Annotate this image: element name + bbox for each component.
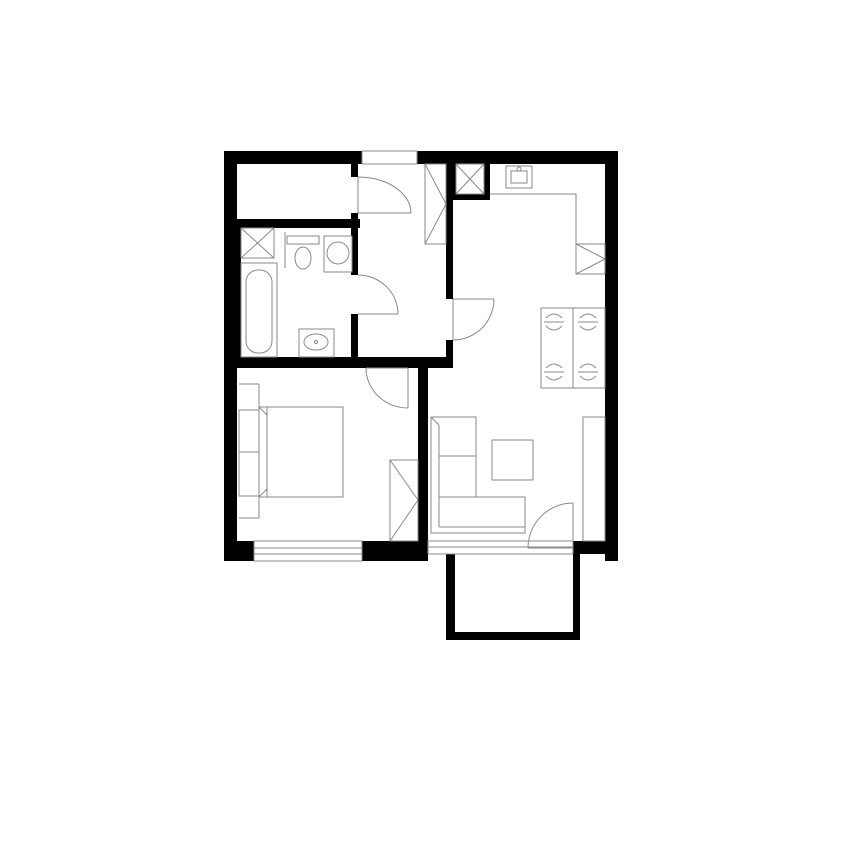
wall-hall-left-a [351,164,358,177]
bedroom [238,383,344,519]
door-living [452,298,495,341]
door-bathroom [357,274,399,315]
kitchen-shaft [455,163,485,195]
wall-hall-left-b [351,213,358,275]
toilet-tank [286,235,320,245]
coffee-table [491,439,534,481]
wall-hall-right-b [446,340,453,368]
sofa [430,416,526,534]
bed-headboard [258,406,268,498]
wall-bottom-mid [362,541,428,561]
doors [357,163,574,549]
wall-storage-bottom [224,219,360,228]
wall-right-lower [605,286,618,561]
wall-hall-left-c [351,314,358,362]
dining-chairs [544,313,598,381]
balcony-bottom [446,632,579,640]
wall-hall-bottom [352,357,448,368]
living-kitchen [430,163,606,542]
bathroom [240,227,353,358]
windows [253,150,574,562]
toilet [294,246,312,270]
bedroom-wardrobe [389,459,419,542]
wall-left [224,151,237,561]
wall-bottom-left [224,541,254,561]
wall-bedroom-right [418,365,428,541]
nightstand-bottom [238,451,260,497]
fridge [575,243,606,275]
door-bedroom [365,367,409,409]
wall-bath-bottom [234,357,364,368]
walls [224,151,618,640]
window-bedroom-bottom [253,540,363,562]
door-balcony [527,502,574,549]
window-top-hall [361,150,418,165]
balcony-left [446,554,455,640]
wall-shaft-bottom [450,194,490,200]
nightstand-top [238,409,260,453]
wall-right-upper [605,151,618,286]
door-entrance [357,176,412,214]
kitchen-counter [490,193,605,245]
wall-top-right [417,151,618,164]
hall-wardrobe [424,163,447,245]
wall-shaft-left [450,164,456,200]
wall-bath-left [234,228,241,360]
tv-cabinet [582,416,606,542]
wall-bottom-right [573,541,618,554]
wall-hall-right-a [446,164,453,299]
wall-shaft-right [484,164,490,200]
wall-top-left [224,151,362,164]
bed [258,406,344,498]
balcony-right [573,554,580,640]
kitchen-sink [505,165,533,189]
